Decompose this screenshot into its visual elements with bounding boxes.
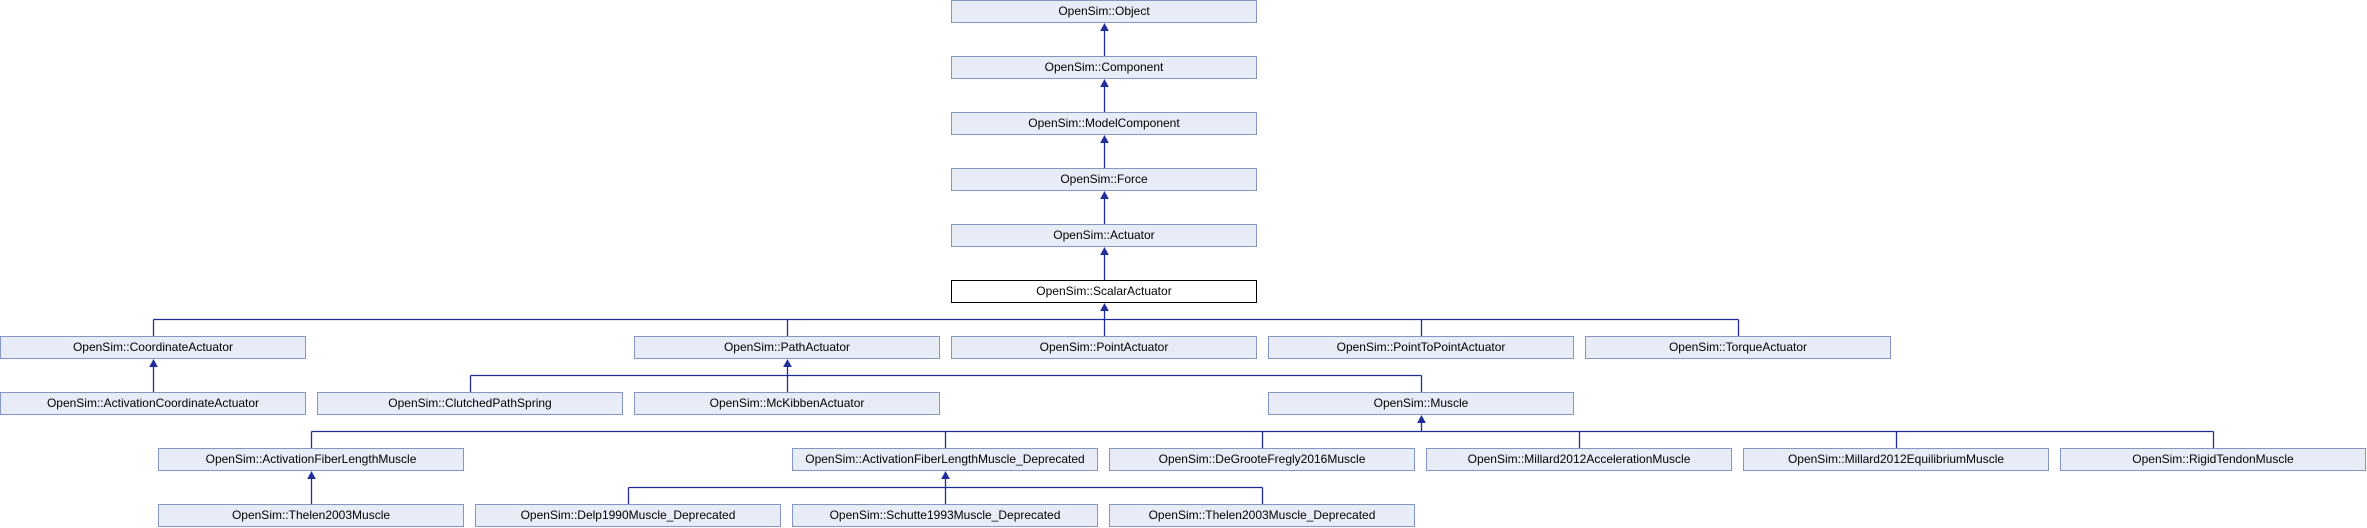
node-component[interactable]: OpenSim::Component [951,56,1257,79]
arrowhead [1100,190,1109,199]
arrowhead [1100,78,1109,87]
node-millard2012-equilibrium-muscle[interactable]: OpenSim::Millard2012EquilibriumMuscle [1743,448,2049,471]
arrowhead [783,358,792,367]
arrowhead [1100,22,1109,31]
node-rigid-tendon-muscle[interactable]: OpenSim::RigidTendonMuscle [2060,448,2366,471]
arrowhead [941,470,950,479]
node-millard2012-acceleration-muscle[interactable]: OpenSim::Millard2012AccelerationMuscle [1426,448,1732,471]
arrowhead [1100,134,1109,143]
node-activation-coordinate-actuator[interactable]: OpenSim::ActivationCoordinateActuator [0,392,306,415]
node-activation-fiber-length-muscle-deprecated[interactable]: OpenSim::ActivationFiberLengthMuscle_Dep… [792,448,1098,471]
node-muscle[interactable]: OpenSim::Muscle [1268,392,1574,415]
arrowhead [149,358,158,367]
node-force[interactable]: OpenSim::Force [951,168,1257,191]
arrowhead [1100,246,1109,255]
node-degroote-fregly-2016-muscle[interactable]: OpenSim::DeGrooteFregly2016Muscle [1109,448,1415,471]
node-schutte1993-muscle-deprecated[interactable]: OpenSim::Schutte1993Muscle_Deprecated [792,504,1098,527]
node-scalar-actuator: OpenSim::ScalarActuator [951,280,1257,303]
node-clutched-path-spring[interactable]: OpenSim::ClutchedPathSpring [317,392,623,415]
node-path-actuator[interactable]: OpenSim::PathActuator [634,336,940,359]
node-torque-actuator[interactable]: OpenSim::TorqueActuator [1585,336,1891,359]
node-actuator[interactable]: OpenSim::Actuator [951,224,1257,247]
node-model-component[interactable]: OpenSim::ModelComponent [951,112,1257,135]
node-mckibben-actuator[interactable]: OpenSim::McKibbenActuator [634,392,940,415]
node-point-actuator[interactable]: OpenSim::PointActuator [951,336,1257,359]
arrowhead [1100,302,1109,311]
arrowhead [307,470,316,479]
node-thelen2003-muscle[interactable]: OpenSim::Thelen2003Muscle [158,504,464,527]
node-delp1990-muscle-deprecated[interactable]: OpenSim::Delp1990Muscle_Deprecated [475,504,781,527]
arrowhead [1417,414,1426,423]
node-point-to-point-actuator[interactable]: OpenSim::PointToPointActuator [1268,336,1574,359]
node-coordinate-actuator[interactable]: OpenSim::CoordinateActuator [0,336,306,359]
node-activation-fiber-length-muscle[interactable]: OpenSim::ActivationFiberLengthMuscle [158,448,464,471]
node-object[interactable]: OpenSim::Object [951,0,1257,23]
node-thelen2003-muscle-deprecated[interactable]: OpenSim::Thelen2003Muscle_Deprecated [1109,504,1415,527]
